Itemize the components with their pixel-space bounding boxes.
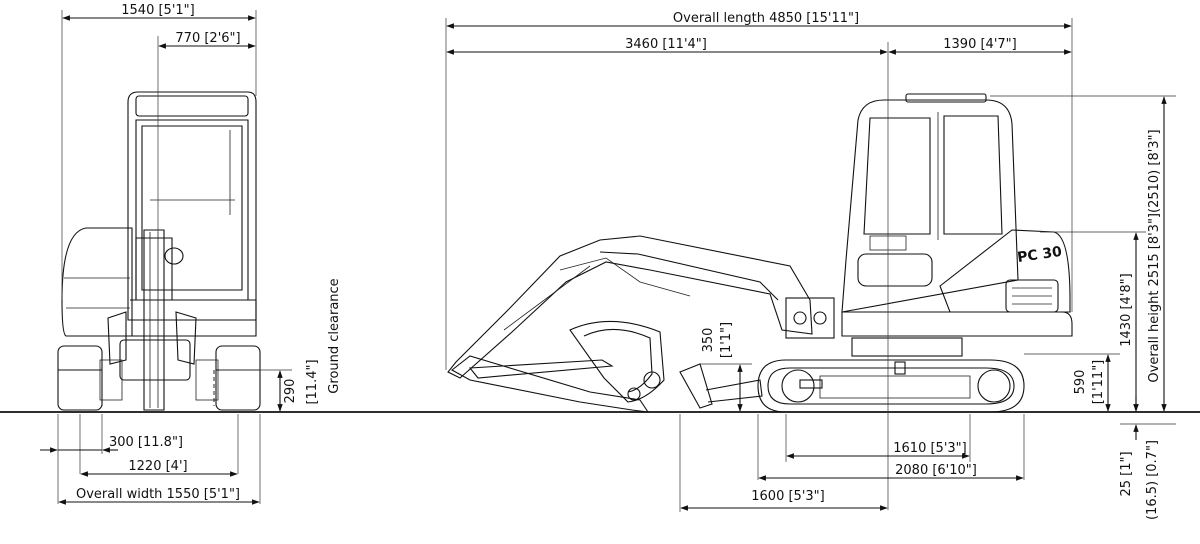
front-body [61, 227, 133, 337]
overall-width-label: Overall width 1550 [5'1"] [76, 487, 240, 502]
side-undercarriage [757, 359, 1025, 413]
hood-height-label: 1430 [4'8"] [1119, 273, 1134, 346]
blade-height-value-label: 350 [701, 328, 716, 353]
shoe-width-label: 300 [11.8"] [109, 435, 183, 450]
front-view [57, 91, 261, 411]
model-badge: PC 30 [1016, 244, 1063, 266]
blade-depth-imperial-label: (16.5) [0.7"] [1145, 440, 1160, 520]
front-dimensions [40, 10, 292, 505]
front-width-half-label: 770 [2'6"] [175, 31, 240, 46]
rear-section-label: 1390 [4'7"] [943, 37, 1016, 52]
front-labels: 1540 [5'1"] 770 [2'6"] 290 [11.4"] Groun… [76, 3, 342, 502]
side-arm [451, 257, 691, 413]
side-view: PC 30 [447, 93, 1073, 413]
side-blade [679, 363, 763, 409]
side-engine-hood: PC 30 [939, 229, 1071, 313]
blade-height-imperial-label: [1'1"] [719, 322, 734, 358]
side-boom [447, 235, 835, 379]
side-bucket [569, 320, 665, 403]
front-width-top-label: 1540 [5'1"] [121, 3, 194, 18]
overall-height-label: Overall height 2515 [8'3"](2510) [8'3"] [1147, 129, 1162, 382]
blade-depth-value-label: 25 [1"] [1119, 451, 1134, 496]
blade-reach-label: 1600 [5'3"] [751, 489, 824, 504]
side-dimensions [445, 18, 1176, 512]
ground-clearance-imperial-label: [11.4"] [305, 359, 320, 404]
track-height-value-label: 590 [1073, 370, 1088, 395]
track-height-imperial-label: [1'11"] [1091, 360, 1106, 405]
side-swing-frame [841, 311, 1073, 337]
track-length-label: 2080 [6'10"] [895, 463, 977, 478]
track-gauge-label: 1220 [4'] [128, 459, 187, 474]
side-cab [841, 93, 1019, 313]
front-cab [127, 91, 257, 321]
ground-clearance-value-label: 290 [283, 379, 298, 404]
front-section-label: 3460 [11'4"] [625, 37, 707, 52]
front-tracks [57, 345, 261, 411]
side-labels: Overall length 4850 [15'11"] 3460 [11'4"… [625, 11, 1162, 520]
tumbler-distance-label: 1610 [5'3"] [893, 441, 966, 456]
overall-length-label: Overall length 4850 [15'11"] [673, 11, 859, 26]
ground-clearance-text-label: Ground clearance [327, 278, 342, 393]
